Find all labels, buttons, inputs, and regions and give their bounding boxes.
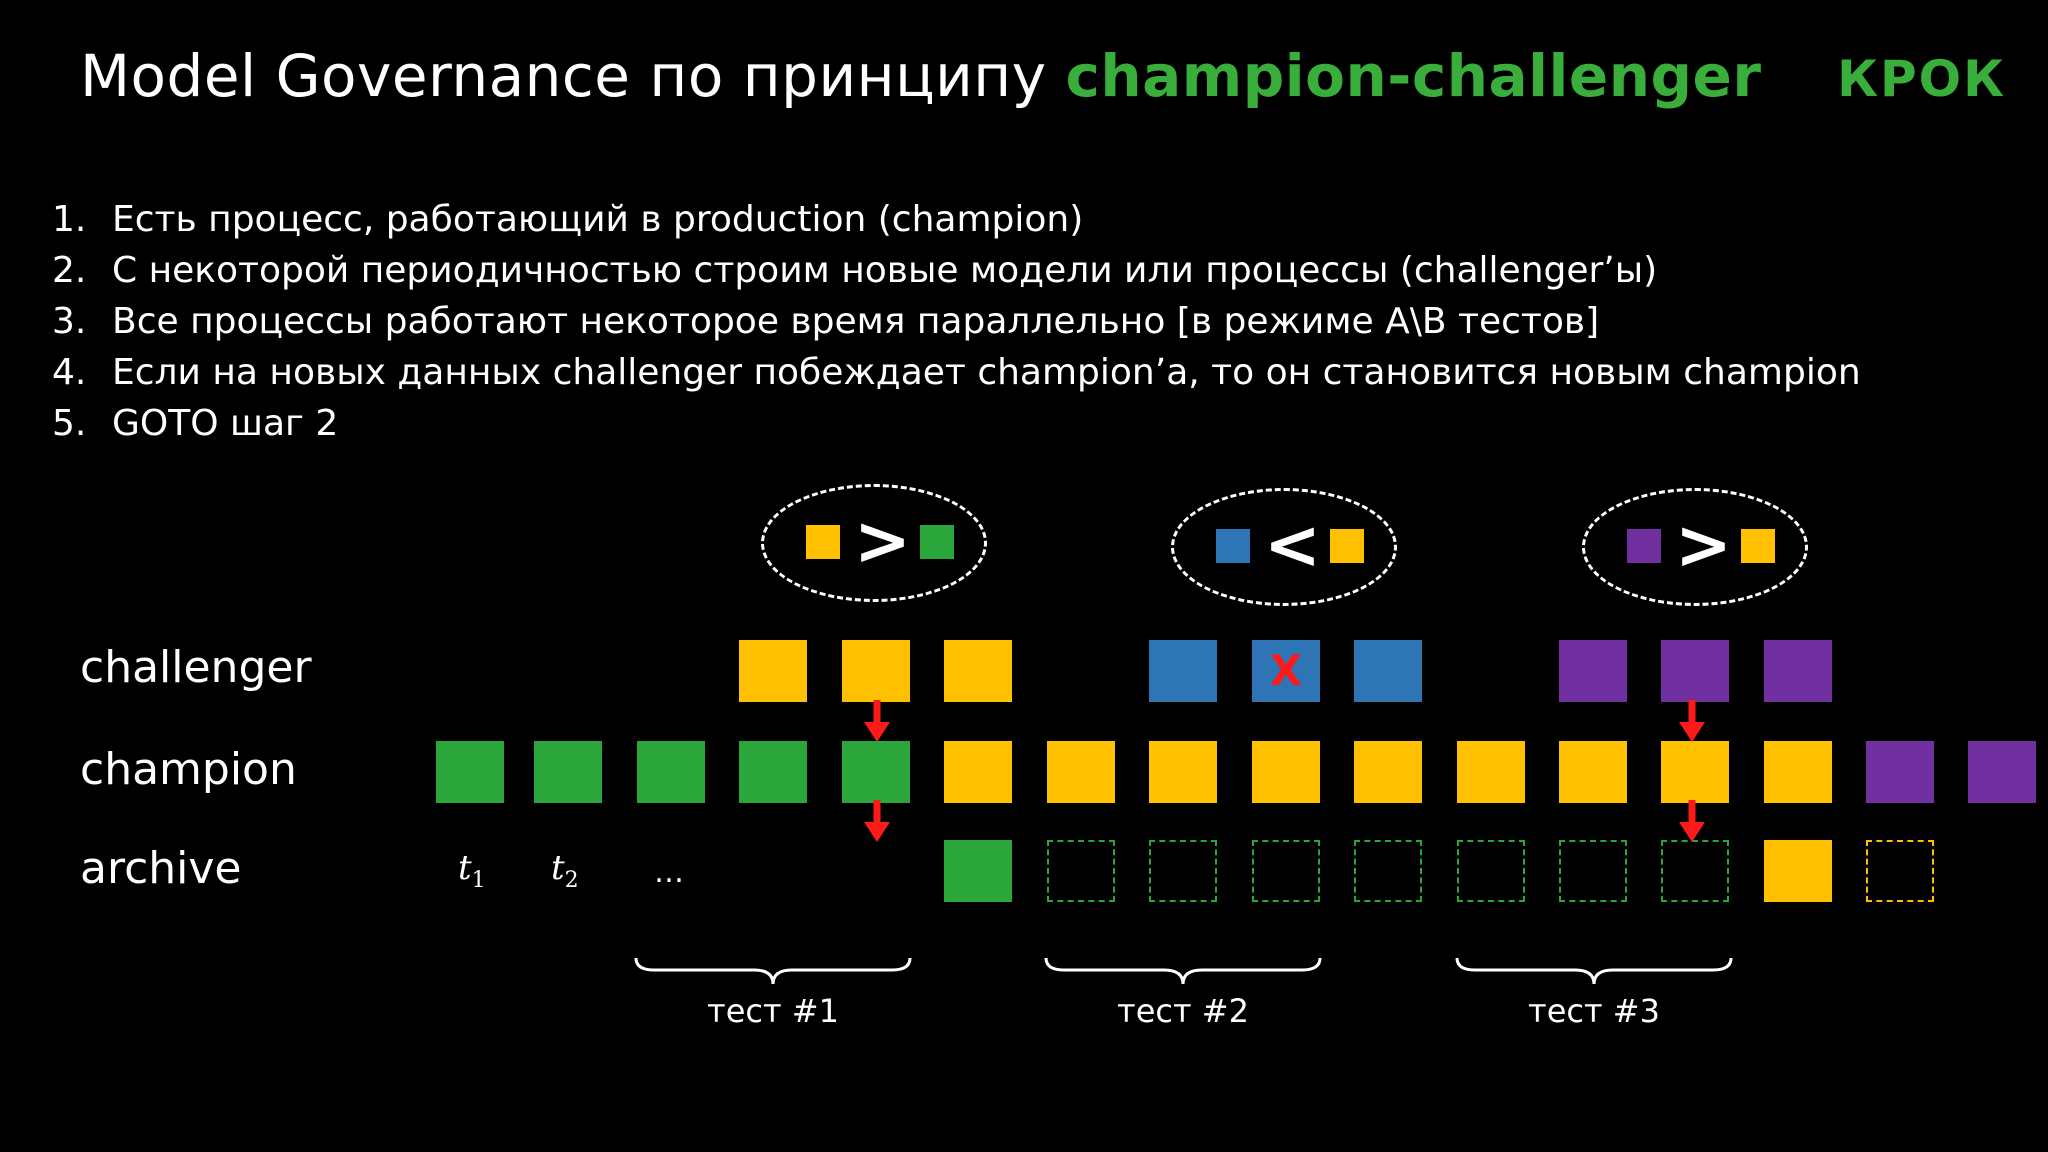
challenger-model-blue — [1252, 640, 1320, 702]
comparison-bubble-test3: > — [1582, 488, 1808, 606]
test1-brace — [634, 957, 912, 985]
step-item: 1. Есть процесс, работающий в production … — [52, 194, 1861, 245]
archive-model-green — [944, 840, 1012, 902]
title-highlight: champion-challenger — [1065, 42, 1762, 110]
compare-operator: > — [1675, 506, 1732, 585]
step-text: С некоторой периодичностью строим новые … — [112, 250, 1658, 291]
promote-arrow-down — [864, 700, 890, 742]
test3-label: тест #3 — [1528, 992, 1660, 1030]
row-label-champion: champion — [80, 744, 297, 795]
archive-model-yellow — [1764, 840, 1832, 902]
compare-right-square — [1741, 529, 1775, 563]
step-text: Есть процесс, работающий в production (c… — [112, 199, 1084, 240]
step-number: 1. — [52, 199, 87, 240]
time-symbol: t — [551, 848, 565, 888]
time-subscript: 2 — [564, 867, 579, 893]
archive-placeholder-yellow — [1866, 840, 1934, 902]
challenger-model-yellow — [739, 640, 807, 702]
time-ellipsis: … — [654, 855, 684, 890]
archive-placeholder-green — [1661, 840, 1729, 902]
champion-model-green — [637, 741, 705, 803]
archive-placeholder-green — [1252, 840, 1320, 902]
title-main: Model Governance по принципу — [80, 42, 1066, 110]
steps-list: 1. Есть процесс, работающий в production … — [52, 194, 1861, 449]
test1-label: тест #1 — [707, 992, 839, 1030]
fail-x-mark: X — [1269, 646, 1303, 695]
test2-label: тест #2 — [1117, 992, 1249, 1030]
step-item: 2. С некоторой периодичностью строим новы… — [52, 245, 1861, 296]
archive-placeholder-green — [1354, 840, 1422, 902]
promote-arrow-down — [1679, 700, 1705, 742]
step-number: 5. — [52, 403, 87, 444]
step-text: GOTO шаг 2 — [112, 403, 339, 444]
champion-model-green — [534, 741, 602, 803]
page-title: Model Governance по принципу champion-ch… — [80, 42, 1761, 110]
step-item: 3. Все процессы работают некоторое время … — [52, 296, 1861, 347]
champion-model-purple — [1866, 741, 1934, 803]
time-label-t2: t2 — [551, 848, 579, 893]
compare-left-square — [1216, 529, 1250, 563]
step-item: 4. Если на новых данных challenger побежд… — [52, 347, 1861, 398]
compare-left-square — [806, 525, 840, 559]
challenger-model-purple — [1661, 640, 1729, 702]
champion-model-yellow — [1149, 741, 1217, 803]
challenger-model-blue — [1354, 640, 1422, 702]
archive-arrow-down — [864, 800, 890, 842]
comparison-bubble-test2: < — [1171, 488, 1397, 606]
step-text: Все процессы работают некоторое время па… — [112, 301, 1600, 342]
champion-model-green — [842, 741, 910, 803]
test3-brace — [1455, 957, 1733, 985]
archive-placeholder-green — [1149, 840, 1217, 902]
champion-model-yellow — [944, 741, 1012, 803]
comparison-bubble-test1: > — [761, 484, 987, 602]
compare-left-square — [1627, 529, 1661, 563]
step-number: 3. — [52, 301, 87, 342]
compare-operator: < — [1264, 506, 1321, 585]
compare-right-square — [1330, 529, 1364, 563]
challenger-model-purple — [1764, 640, 1832, 702]
challenger-model-blue — [1149, 640, 1217, 702]
time-subscript: 1 — [471, 867, 486, 893]
kpok-logo: КРОК — [1837, 50, 2006, 108]
champion-model-yellow — [1457, 741, 1525, 803]
compare-right-square — [920, 525, 954, 559]
step-number: 2. — [52, 250, 87, 291]
champion-model-purple — [1968, 741, 2036, 803]
champion-model-yellow — [1354, 741, 1422, 803]
challenger-model-purple — [1559, 640, 1627, 702]
time-label-t1: t1 — [458, 848, 486, 893]
champion-model-yellow — [1764, 741, 1832, 803]
challenger-model-yellow — [842, 640, 910, 702]
step-text: Если на новых данных challenger побеждае… — [112, 352, 1861, 393]
archive-placeholder-green — [1559, 840, 1627, 902]
champion-model-yellow — [1559, 741, 1627, 803]
champion-model-green — [436, 741, 504, 803]
row-label-archive: archive — [80, 843, 242, 894]
champion-model-yellow — [1661, 741, 1729, 803]
archive-placeholder-green — [1457, 840, 1525, 902]
time-symbol: t — [458, 848, 472, 888]
champion-model-yellow — [1047, 741, 1115, 803]
test2-brace — [1044, 957, 1322, 985]
champion-model-yellow — [1252, 741, 1320, 803]
compare-operator: > — [854, 502, 911, 581]
archive-arrow-down — [1679, 800, 1705, 842]
step-number: 4. — [52, 352, 87, 393]
challenger-model-yellow — [944, 640, 1012, 702]
step-item: 5. GOTO шаг 2 — [52, 398, 1861, 449]
archive-placeholder-green — [1047, 840, 1115, 902]
row-label-challenger: challenger — [80, 642, 312, 693]
champion-model-green — [739, 741, 807, 803]
